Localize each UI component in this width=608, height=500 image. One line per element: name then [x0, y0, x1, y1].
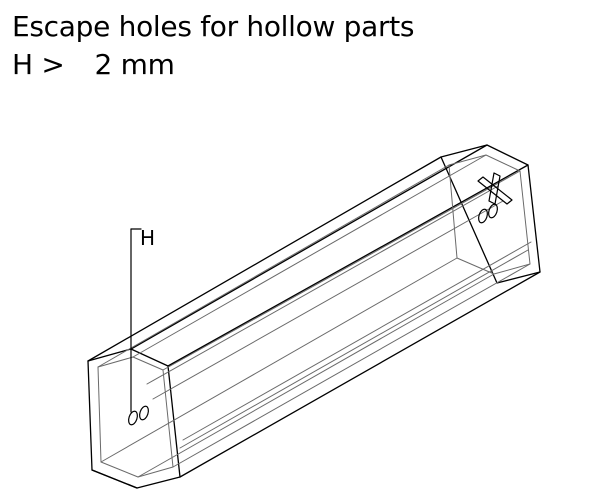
top-edge-front — [167, 164, 529, 367]
cavity-edge-1 — [132, 154, 487, 358]
cavity-rib-1 — [146, 185, 499, 385]
cavity-rib-4 — [182, 241, 532, 441]
cavity-edge-3 — [172, 263, 531, 468]
left-lower-edge — [91, 469, 138, 489]
escape-hole-near-1 — [128, 410, 138, 426]
top-edge-back — [130, 144, 488, 350]
far-end-outline — [440, 144, 541, 284]
cross-marker-bar-1 — [477, 176, 513, 205]
cavity-edge-2 — [162, 170, 521, 371]
page-title: Escape holes for hollow parts — [12, 10, 415, 43]
escape-hole-far-1 — [478, 208, 488, 224]
cross-marker-bar-2 — [488, 172, 501, 205]
near-end-outline — [87, 348, 181, 489]
rule-label: H > — [12, 48, 65, 81]
escape-holes — [128, 203, 498, 426]
escape-hole-near-2 — [139, 405, 149, 421]
outer-box — [87, 144, 541, 489]
bottom-edge — [179, 271, 541, 478]
cavity-edge-6 — [100, 257, 458, 463]
cross-marker — [477, 172, 513, 205]
cavity-rib-3 — [179, 249, 529, 449]
cavity-rib-2 — [152, 200, 504, 400]
cavity-edge-4 — [137, 273, 495, 478]
hole-size-rule: H > 2 mm — [12, 47, 175, 83]
left-edge — [87, 156, 442, 362]
escape-hole-far-2 — [488, 203, 498, 219]
rule-value: 2 mm — [94, 48, 175, 81]
inner-cavity — [97, 154, 532, 478]
dimension-label: H — [140, 226, 155, 250]
dimension-leader — [130, 228, 142, 413]
cavity-edge-5 — [97, 164, 450, 368]
near-cavity-outline — [97, 356, 174, 478]
